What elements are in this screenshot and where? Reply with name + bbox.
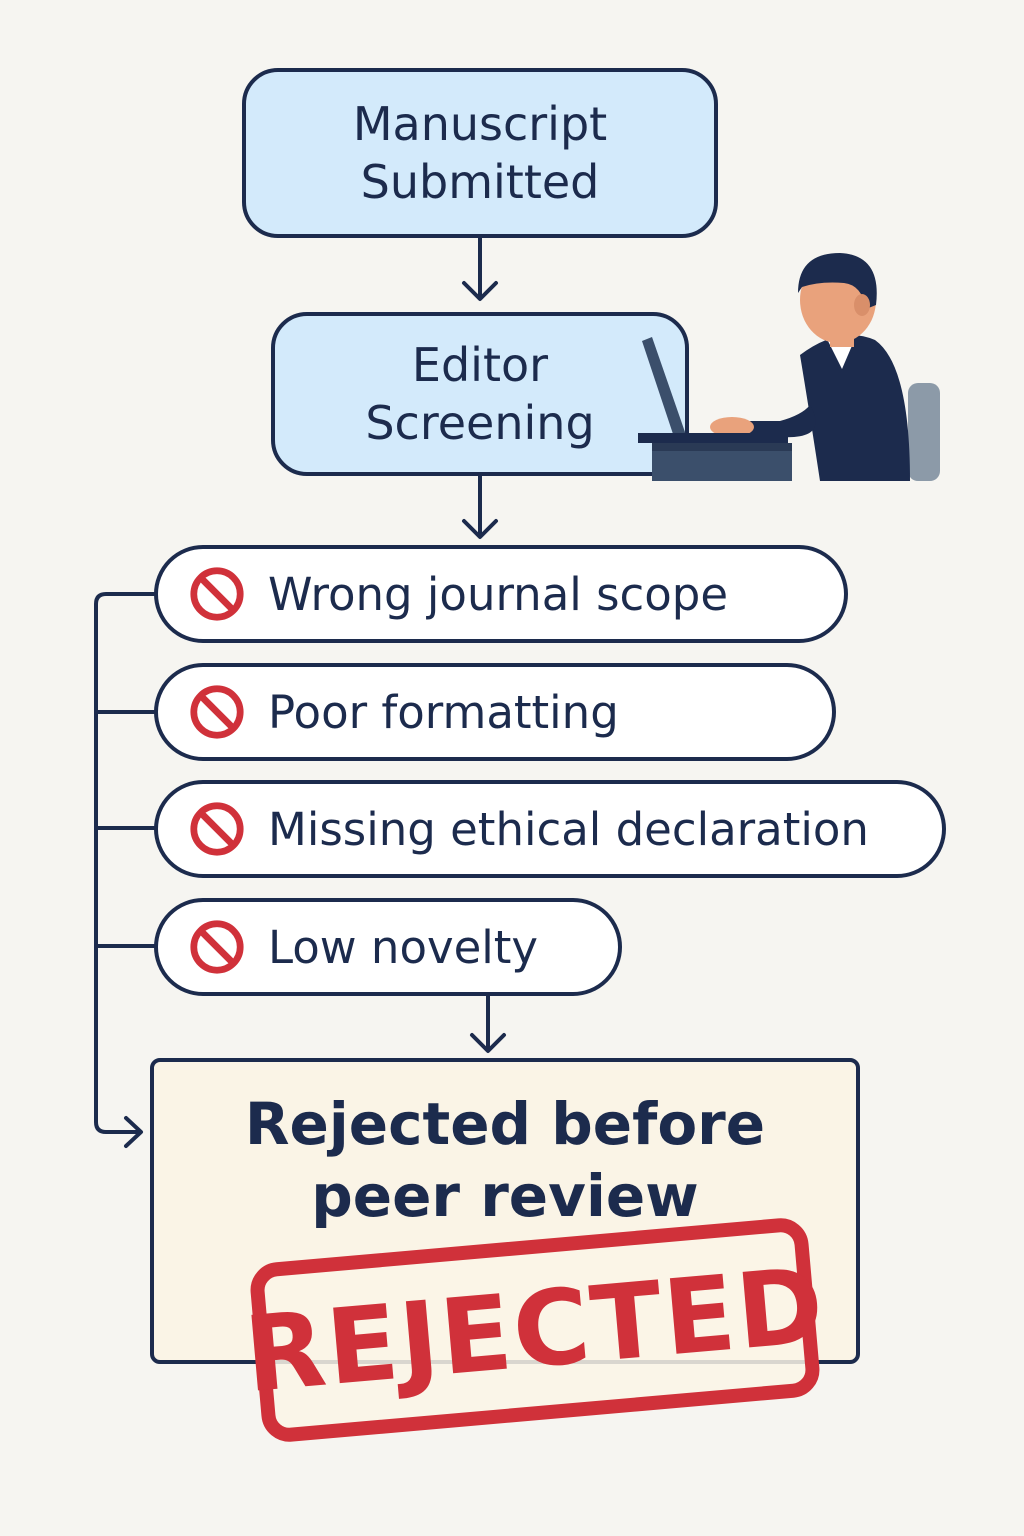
step-label-line2: Screening: [365, 396, 595, 450]
reason-label: Wrong journal scope: [268, 567, 729, 621]
prohibited-icon: [190, 567, 244, 621]
outcome-title-line1: Rejected before: [244, 1090, 766, 1158]
outcome-title: Rejected before peer review: [154, 1088, 856, 1232]
step-manuscript-submitted: Manuscript Submitted: [242, 68, 718, 238]
reason-label: Poor formatting: [268, 685, 619, 739]
reason-label: Missing ethical declaration: [268, 802, 869, 856]
prohibited-icon: [190, 802, 244, 856]
step-label-line1: Manuscript: [352, 97, 608, 151]
step-label-line1: Editor: [411, 338, 549, 392]
reason-poor-formatting: Poor formatting: [154, 663, 836, 761]
step-label-line2: Submitted: [360, 155, 600, 209]
prohibited-icon: [190, 920, 244, 974]
reason-missing-ethical-declaration: Missing ethical declaration: [154, 780, 946, 878]
bracket-line: [94, 592, 157, 1134]
editor-at-laptop-illustration: [638, 253, 940, 481]
step-editor-screening: Editor Screening: [271, 312, 689, 476]
reason-label: Low novelty: [268, 920, 539, 974]
reason-low-novelty: Low novelty: [154, 898, 622, 996]
outcome-title-line2: peer review: [311, 1162, 699, 1230]
stamp-text: REJECTED: [240, 1243, 830, 1417]
prohibited-icon: [190, 685, 244, 739]
reason-wrong-journal-scope: Wrong journal scope: [154, 545, 848, 643]
